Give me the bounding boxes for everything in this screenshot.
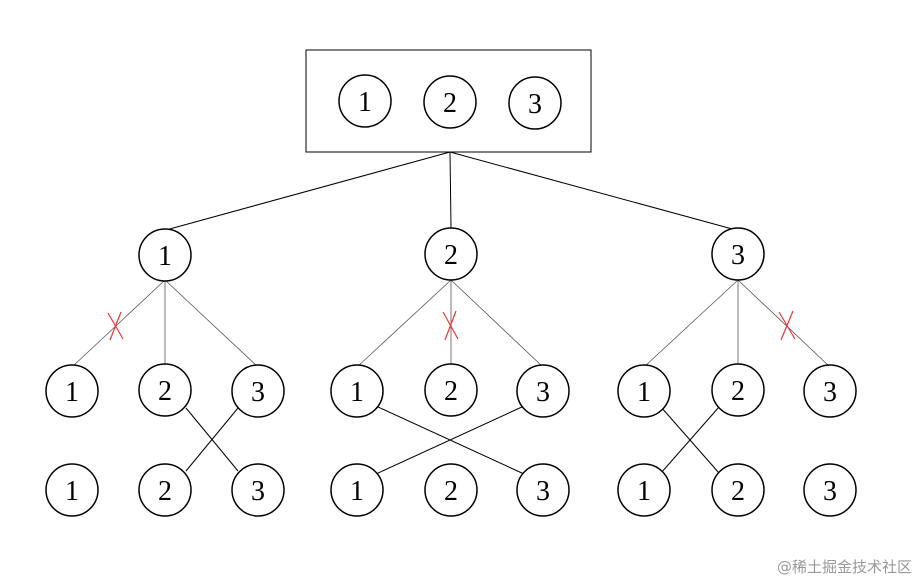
- g1-level3-node-2: 2: [138, 463, 192, 517]
- edge-2-to-1: [356, 279, 452, 368]
- level1-node-1: 1: [138, 228, 192, 282]
- g3-level2-node-1: 1: [617, 364, 671, 418]
- root-node-1: 1: [338, 74, 392, 128]
- node-label: 1: [637, 377, 651, 408]
- node-label: 1: [65, 476, 79, 507]
- cross-edges: [185, 405, 720, 475]
- node-label: 2: [731, 476, 745, 507]
- edge-2-to-3: [450, 279, 544, 368]
- g1-level3-node-1: 1: [45, 463, 99, 517]
- g2-level2-node-3: 3: [516, 364, 570, 418]
- root-node-3: 3: [508, 76, 562, 130]
- prune-mark-group1: [107, 311, 124, 341]
- node-label: 1: [350, 377, 364, 408]
- node-label: 2: [158, 376, 172, 407]
- node-label: 1: [358, 87, 372, 118]
- prune-mark-group2: [442, 310, 459, 341]
- edge-g1-3-to-2: [185, 407, 239, 472]
- edge-1-to-3: [164, 279, 259, 368]
- edge-g2-3-to-1: [375, 405, 525, 475]
- node-label: 3: [536, 476, 550, 507]
- g2-level3-node-2: 2: [424, 463, 478, 517]
- edge-root-to-2: [449, 151, 452, 229]
- g2-level3-node-3: 3: [516, 463, 570, 517]
- g1-level2-node-3: 3: [231, 364, 285, 418]
- node-label: 1: [350, 476, 364, 507]
- edge-3-to-3: [737, 279, 831, 368]
- edge-root-to-1: [165, 151, 451, 231]
- g3-level3-node-2: 2: [711, 463, 765, 517]
- edge-root-to-3: [449, 151, 737, 231]
- node-label: 2: [158, 476, 172, 507]
- node-label: 3: [536, 377, 550, 408]
- g2-level3-node-1: 1: [330, 463, 384, 517]
- edge-1-to-1: [71, 279, 166, 368]
- root-edges: [165, 151, 737, 231]
- node-label: 3: [731, 240, 745, 271]
- prune-marks: [107, 310, 796, 341]
- node-label: 3: [823, 377, 837, 408]
- level1-node-2: 2: [424, 227, 478, 281]
- node-label: 2: [444, 240, 458, 271]
- g1-level2-node-2: 2: [138, 363, 192, 417]
- node-label: 3: [823, 476, 837, 507]
- g3-level2-node-2: 2: [711, 363, 765, 417]
- edge-3-to-1: [643, 279, 739, 368]
- level1-node-3: 3: [711, 227, 765, 281]
- node-label: 1: [637, 476, 651, 507]
- node-label: 1: [65, 377, 79, 408]
- node-label: 3: [251, 377, 265, 408]
- node-label: 1: [158, 241, 172, 272]
- g1-level3-node-3: 3: [231, 463, 285, 517]
- watermark-text: @稀土掘金技术社区: [776, 558, 912, 576]
- g3-level3-node-3: 3: [803, 463, 857, 517]
- node-label: 2: [443, 88, 457, 119]
- node-label: 3: [528, 89, 542, 120]
- g2-level2-node-2: 2: [424, 363, 478, 417]
- root-node-2: 2: [423, 75, 477, 129]
- node-label: 2: [731, 376, 745, 407]
- g3-level2-node-3: 3: [803, 364, 857, 418]
- node-label: 2: [444, 476, 458, 507]
- g2-level2-node-1: 1: [330, 364, 384, 418]
- g3-level3-node-1: 1: [617, 463, 671, 517]
- level1-edges: [71, 279, 831, 368]
- node-label: 2: [444, 376, 458, 407]
- g1-level2-node-1: 1: [45, 364, 99, 418]
- node-label: 3: [251, 476, 265, 507]
- prune-mark-group3: [778, 310, 796, 341]
- edge-g3-2-to-1: [660, 406, 720, 474]
